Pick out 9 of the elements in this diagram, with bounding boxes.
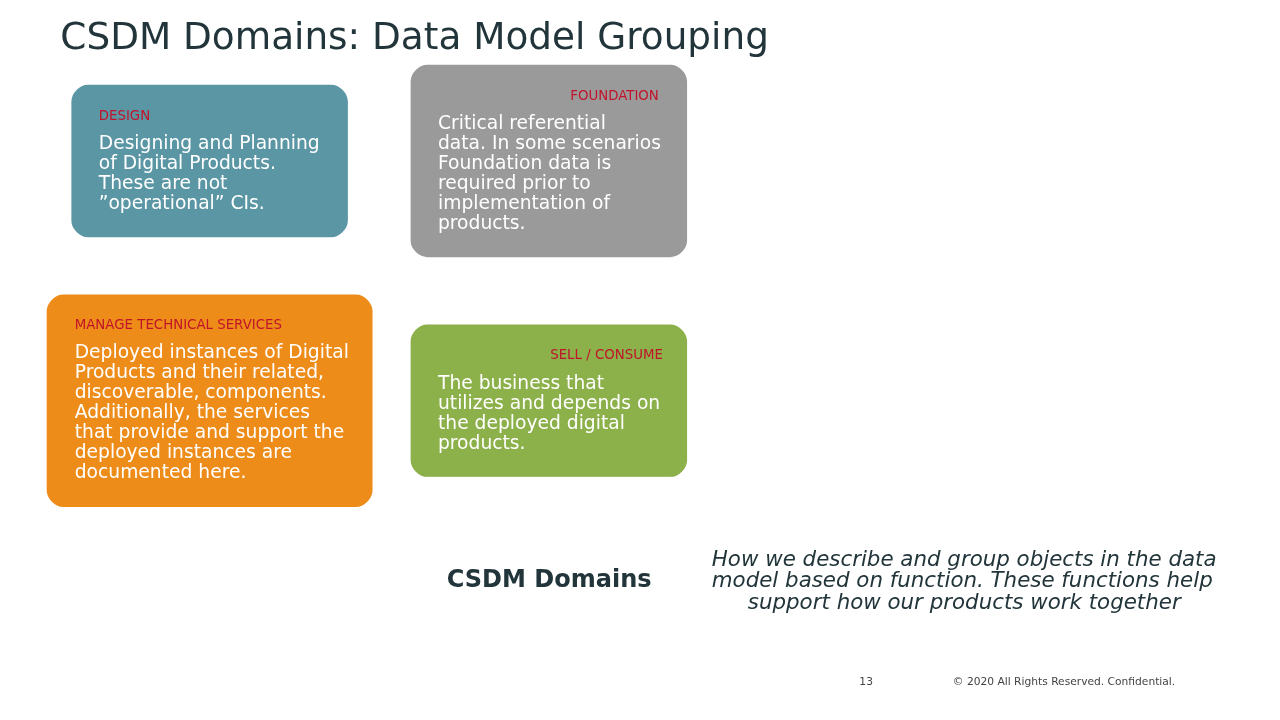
label: CSDM Domains (446, 564, 652, 593)
label: 13 (859, 675, 873, 689)
node-box: FOUNDATION Critical referential data. In some scenarios Foundation data is required prior to implementation of products. (410, 64, 688, 258)
node-box: DESIGN Designing and Planning of Digital Products. These are not ”operational” CIs. (71, 84, 348, 238)
node-box: MANAGE TECHNICAL SERVICES Deployed instances of Digital Products and their related, discoverable, components. Additionally, the services that provide and support the deployed instances are documented here. (46, 294, 373, 507)
diagram-title: CSDM Domains: Data Model Grouping (60, 13, 769, 58)
label: How we describe and group objects in the data model based on function. These functions help support how our products work together (711, 546, 1217, 614)
label: © 2020 All Rights Reserved. Confidential. (952, 675, 1176, 689)
node-box: SELL / CONSUME The business that utilizes and depends on the deployed digital products. (410, 324, 688, 477)
